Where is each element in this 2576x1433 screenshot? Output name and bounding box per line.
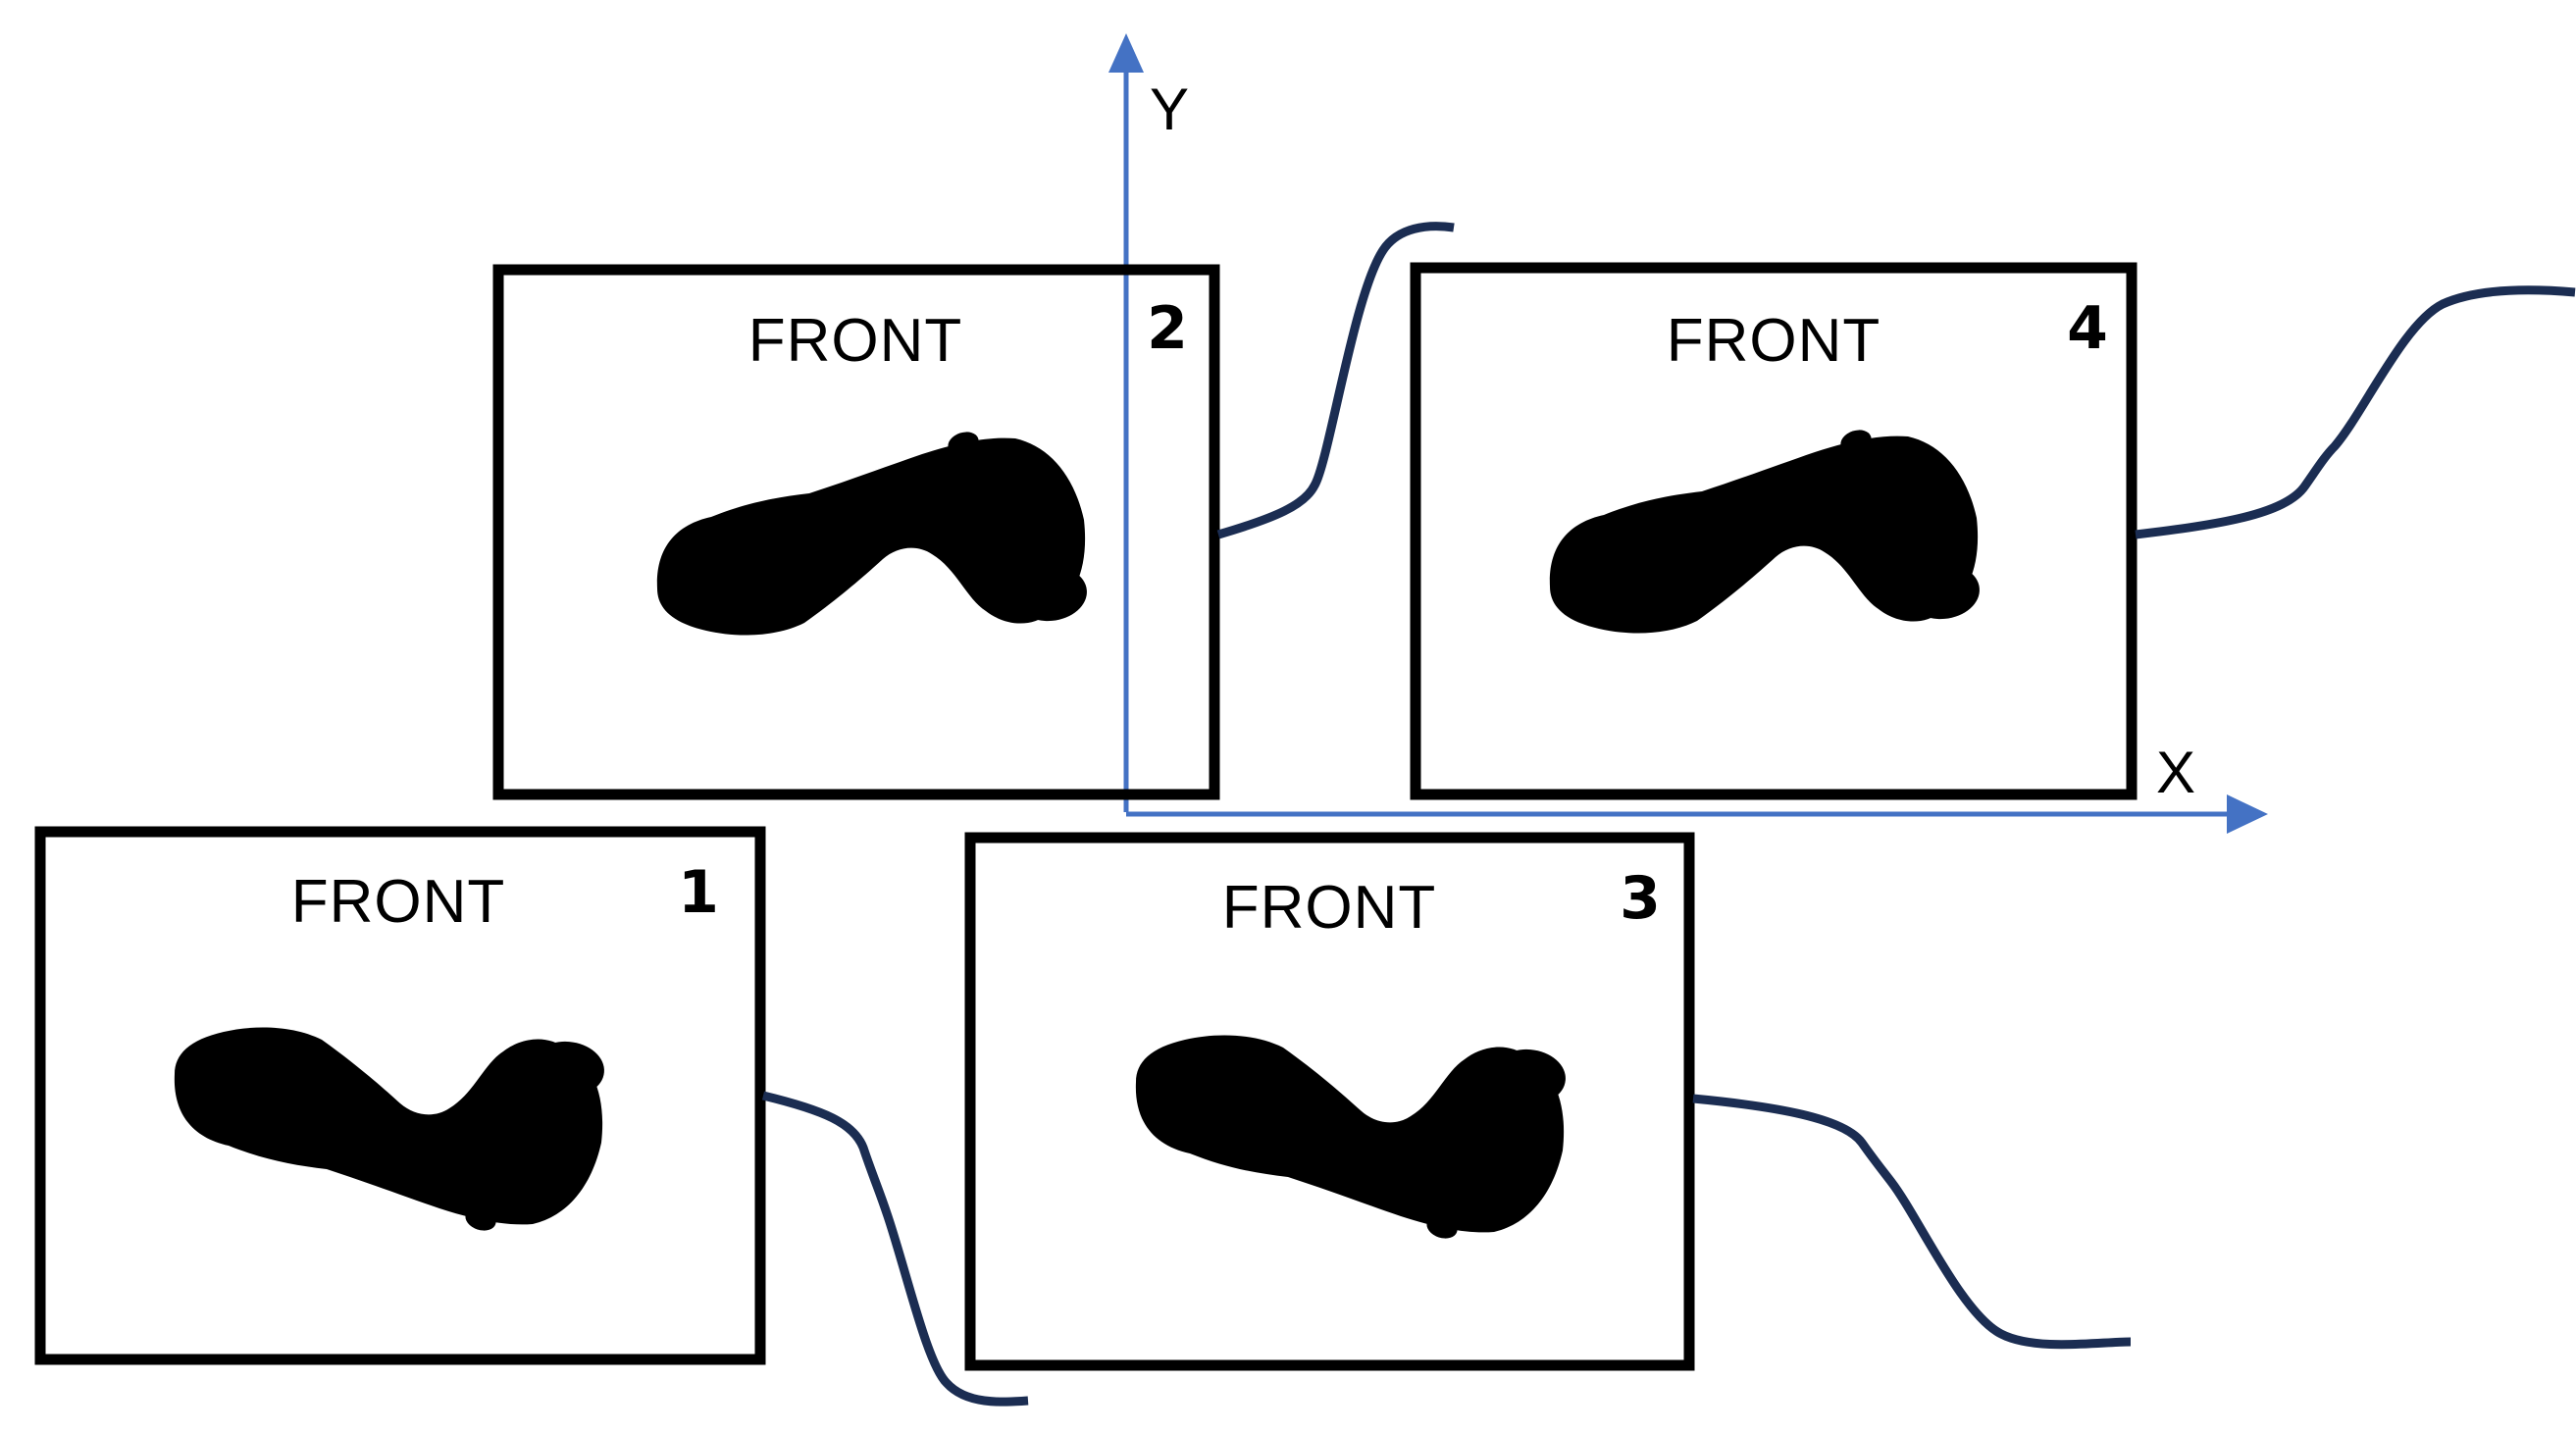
- plate-2-cable: [1216, 222, 1455, 539]
- y-axis: Y: [1108, 33, 1189, 812]
- force-plate-3: FRONT 3: [964, 832, 1695, 1371]
- footprint-icon: [1136, 1035, 1568, 1242]
- force-plate-2: FRONT 2: [492, 264, 1220, 800]
- force-plate-4: FRONT 4: [1410, 262, 2138, 800]
- plate-2-frame: [492, 264, 1220, 800]
- x-axis-label: X: [2156, 740, 2195, 805]
- plate-1-frame: [34, 826, 766, 1365]
- plate-4-frame: [1410, 262, 2138, 800]
- force-plate-1: FRONT 1: [34, 826, 766, 1365]
- plate-4-front-label: FRONT: [1667, 307, 1881, 375]
- plate-3-frame: [964, 832, 1695, 1371]
- footprint-icon: [656, 428, 1090, 636]
- plate-3-cable: [1692, 1094, 2132, 1350]
- plate-2-front-label: FRONT: [748, 307, 963, 375]
- plate-3-front-label: FRONT: [1222, 874, 1437, 942]
- plate-1-front-label: FRONT: [291, 868, 506, 936]
- plate-4-cable: [2135, 285, 2576, 539]
- y-axis-arrowhead: [1108, 33, 1144, 73]
- plate-3-number: 3: [1620, 864, 1661, 933]
- x-axis: X: [1126, 740, 2268, 834]
- y-axis-label: Y: [1150, 77, 1189, 142]
- plate-2-number: 2: [1147, 294, 1188, 363]
- plate-4-number: 4: [2067, 294, 2108, 363]
- plate-1-number: 1: [678, 858, 719, 927]
- plate-1-cable: [761, 1091, 1029, 1407]
- footprint-icon: [175, 1027, 606, 1234]
- x-axis-arrowhead: [2227, 794, 2268, 834]
- footprint-icon: [1549, 426, 1983, 634]
